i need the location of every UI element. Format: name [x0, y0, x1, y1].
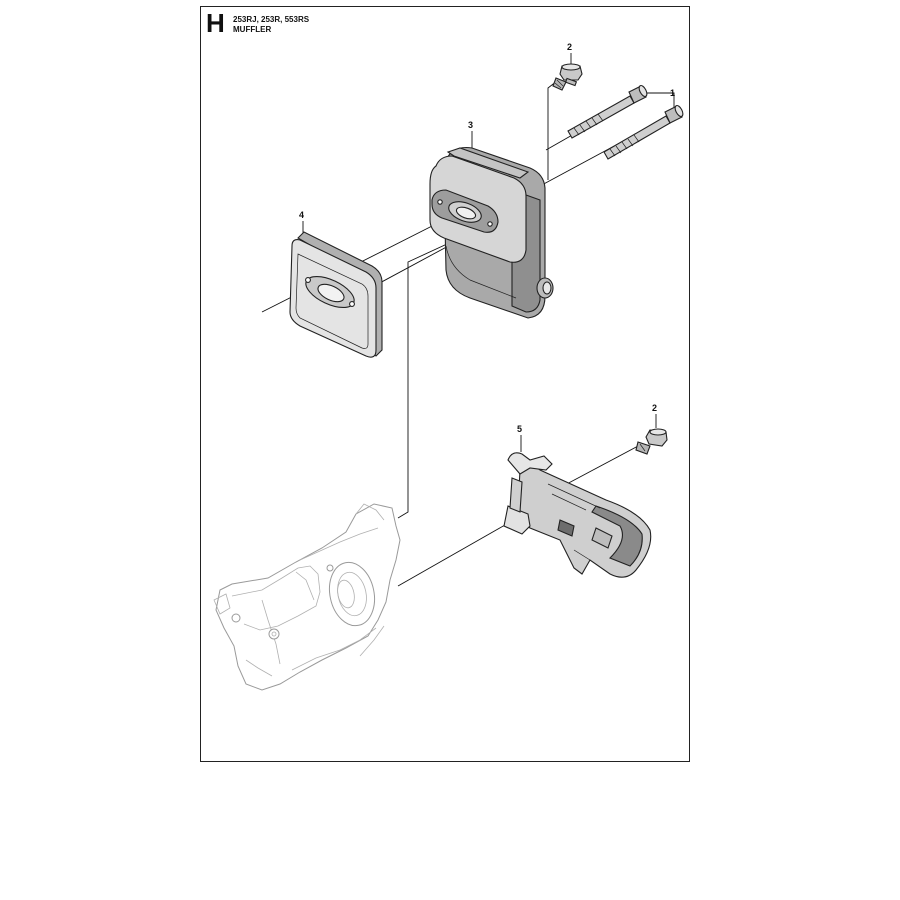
- screw-part-2-bottom: [635, 428, 668, 455]
- callout-4: 4: [299, 210, 304, 220]
- shield-crankcase-line: [397, 524, 506, 587]
- section-title: MUFFLER: [233, 25, 272, 34]
- model-list: 253RJ, 253R, 553RS: [233, 15, 310, 24]
- heat-shield-part-5: [503, 452, 652, 578]
- crankcase-reference: [213, 503, 401, 691]
- bolts-part-1: [567, 84, 684, 160]
- callout-1-leader: [644, 92, 675, 101]
- callout-2-bottom: 2: [652, 403, 657, 413]
- callout-2-top: 2: [567, 42, 572, 52]
- screw-axis-line-top: [547, 80, 558, 180]
- callout-numbers: 1 2 3 4 5 2: [299, 42, 675, 452]
- screw-part-2-top: [552, 63, 583, 91]
- gasket-part-4: [289, 231, 383, 358]
- muffler-part-3: [429, 146, 554, 319]
- section-letter: H: [206, 8, 225, 38]
- muffler-crankcase-line: [397, 237, 461, 519]
- callout-5: 5: [517, 424, 522, 434]
- callout-3: 3: [468, 120, 473, 130]
